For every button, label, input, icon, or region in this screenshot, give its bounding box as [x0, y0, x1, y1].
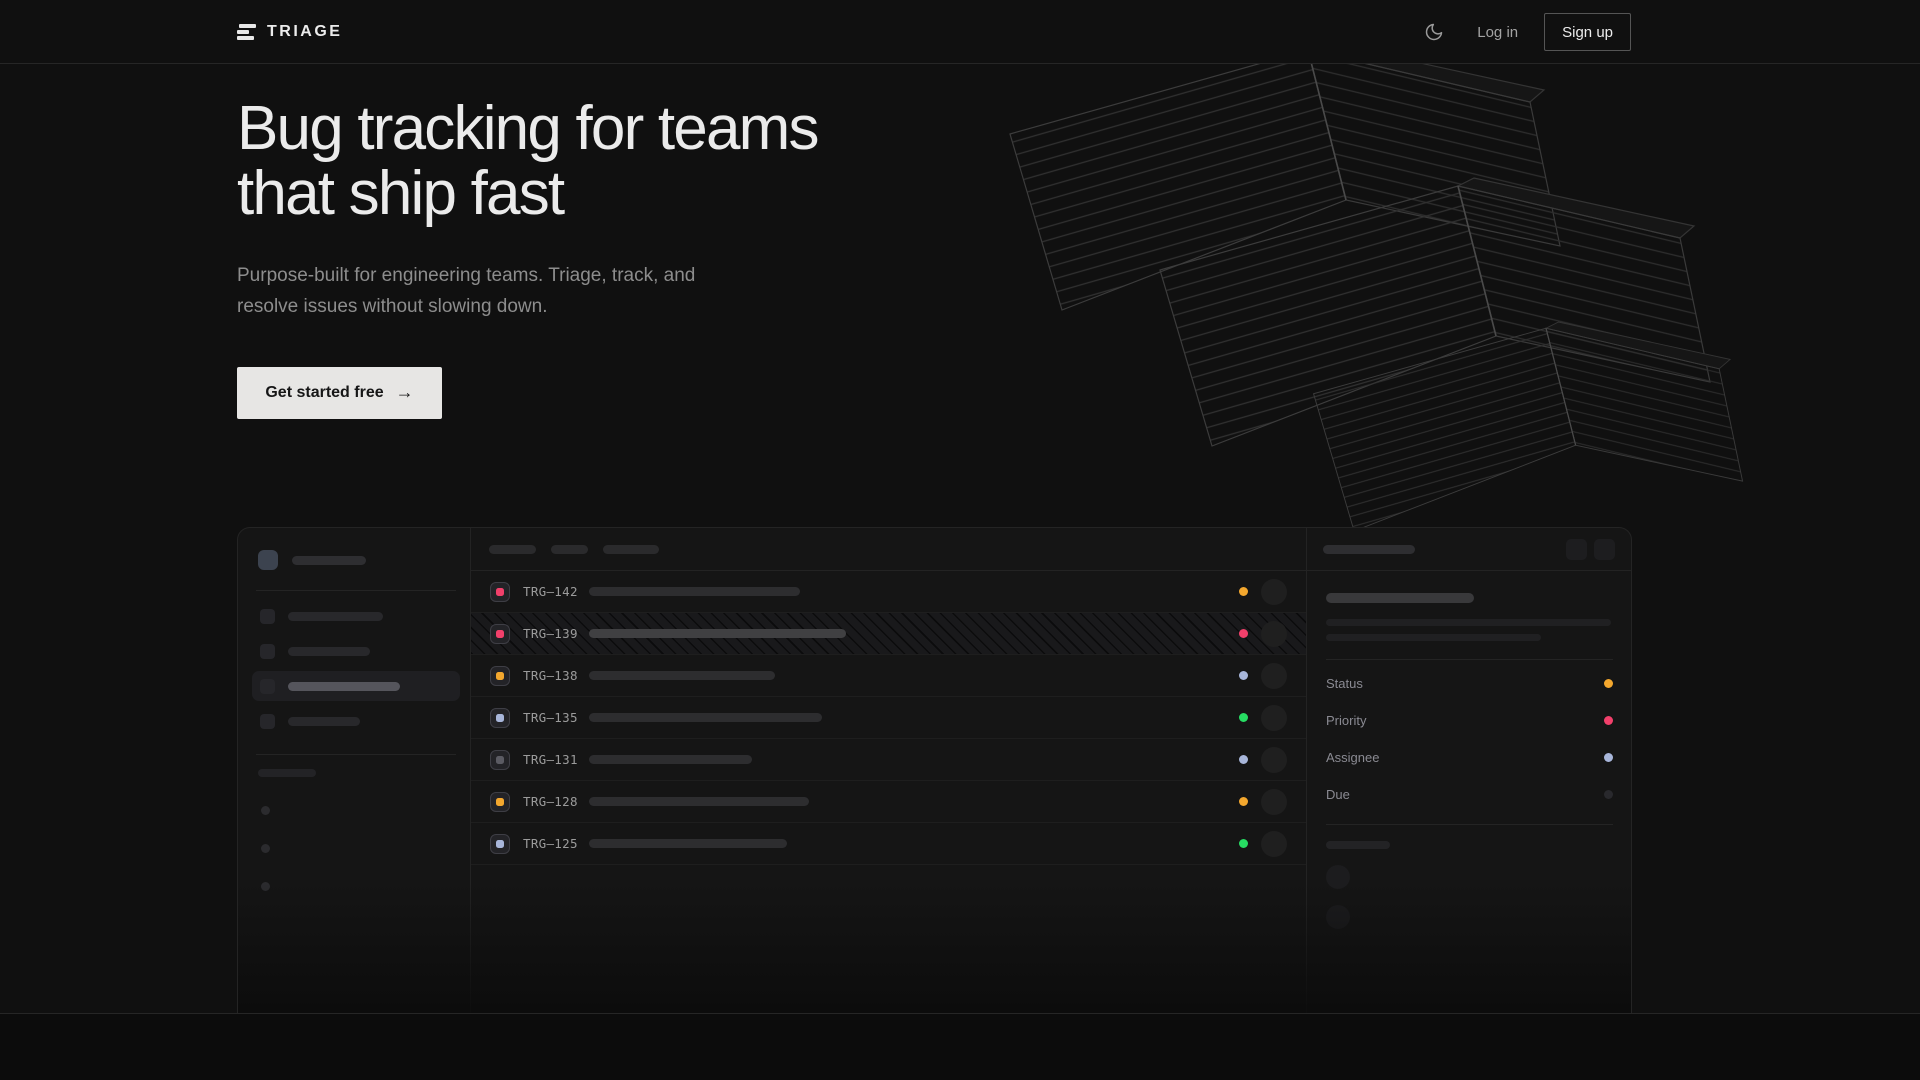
issue-id: TRG–139	[523, 626, 578, 641]
assignee-avatar	[1261, 578, 1287, 605]
issue-row[interactable]: TRG–131	[471, 739, 1306, 781]
status-dot-icon	[1239, 629, 1248, 638]
get-started-button[interactable]: Get started free →	[237, 367, 442, 419]
detail-header	[1307, 528, 1631, 571]
sidebar-item-icon	[260, 608, 275, 624]
priority-icon	[490, 791, 510, 812]
issue-title-skeleton	[589, 671, 775, 680]
field-label: Priority	[1326, 713, 1367, 728]
status-dot-icon	[1239, 671, 1248, 680]
sidebar-item[interactable]	[252, 706, 460, 736]
sidebar-item-icon	[260, 713, 275, 729]
sidebar-item[interactable]	[252, 636, 460, 666]
list-tab[interactable]	[603, 544, 659, 554]
field-value-dot-icon	[1604, 716, 1613, 725]
status-dot-icon	[1239, 713, 1248, 722]
issue-title-skeleton	[589, 629, 846, 638]
sidebar-item-icon	[260, 678, 275, 694]
list-tab[interactable]	[551, 544, 588, 554]
field-value-dot-icon	[1604, 790, 1613, 799]
issue-title-skeleton	[589, 839, 787, 848]
issue-row[interactable]: TRG–142	[471, 571, 1306, 613]
workspace-switcher[interactable]	[258, 546, 454, 574]
brand[interactable]: TRIAGE	[237, 0, 342, 64]
sidebar-section-label	[258, 769, 454, 777]
login-link[interactable]: Log in	[1477, 23, 1519, 41]
sidebar-dot	[261, 882, 270, 891]
field-label: Assignee	[1326, 750, 1380, 765]
sidebar-dot	[261, 844, 270, 853]
hero-subtitle: Purpose-built for engineering teams. Tri…	[237, 265, 696, 317]
field-value-dot-icon	[1604, 679, 1613, 688]
status-dot-icon	[1239, 587, 1248, 596]
issue-title-skeleton	[589, 713, 822, 722]
detail-action-button[interactable]	[1566, 538, 1587, 560]
top-nav: TRIAGE Log in Sign up	[0, 0, 1920, 64]
issue-list-tabs	[471, 528, 1306, 571]
assignee-avatar	[1261, 704, 1287, 731]
priority-icon	[490, 623, 510, 644]
triage-logo-icon	[237, 24, 256, 40]
assignee-avatar	[1261, 746, 1287, 773]
issue-list: TRG–142 TRG–139 TRG–138 TRG–135 TRG–131	[471, 528, 1307, 1013]
assignee-avatar	[1261, 662, 1287, 689]
issue-detail-panel: Status Priority Assignee Due	[1307, 528, 1631, 1013]
issue-id: TRG–125	[523, 836, 578, 851]
mockup-sidebar	[238, 528, 471, 1013]
arrow-right-icon: →	[395, 381, 414, 402]
status-dot-icon	[1239, 797, 1248, 806]
detail-field-row[interactable]: Assignee	[1326, 739, 1613, 776]
brand-name: TRIAGE	[267, 23, 343, 40]
field-value-dot-icon	[1604, 753, 1613, 762]
issue-id: TRG–142	[523, 584, 578, 599]
status-dot-icon	[1239, 839, 1248, 848]
priority-icon	[490, 665, 510, 686]
sidebar-item[interactable]	[252, 671, 460, 701]
issue-row[interactable]: TRG–128	[471, 781, 1306, 823]
detail-field-row[interactable]: Due	[1326, 776, 1613, 813]
issue-title-skeleton	[589, 587, 800, 596]
page-footer	[0, 1013, 1920, 1080]
issue-id: TRG–135	[523, 710, 578, 725]
workspace-icon	[258, 550, 278, 570]
sidebar-item-icon	[260, 643, 275, 659]
issue-id: TRG–131	[523, 752, 578, 767]
priority-icon	[490, 833, 510, 854]
assignee-avatar	[1261, 620, 1287, 647]
issue-row[interactable]: TRG–135	[471, 697, 1306, 739]
field-label: Status	[1326, 676, 1363, 691]
activity-avatar	[1326, 865, 1350, 889]
theme-toggle-button[interactable]	[1417, 15, 1451, 49]
hero-title: Bug tracking for teams that ship fast	[237, 94, 819, 228]
app-mockup: TRG–142 TRG–139 TRG–138 TRG–135 TRG–131	[237, 527, 1632, 1014]
issue-id: TRG–138	[523, 668, 578, 683]
detail-field-row[interactable]: Priority	[1326, 702, 1613, 739]
detail-title-skeleton	[1326, 593, 1474, 603]
sidebar-dot	[261, 806, 270, 815]
field-label: Due	[1326, 787, 1350, 802]
issue-title-skeleton	[589, 755, 752, 764]
moon-icon	[1426, 23, 1443, 41]
issue-title-skeleton	[589, 797, 809, 806]
assignee-avatar	[1261, 830, 1287, 857]
priority-icon	[490, 749, 510, 770]
list-tab[interactable]	[489, 544, 536, 554]
activity-avatar	[1326, 905, 1350, 929]
detail-footer-skeleton	[1326, 841, 1390, 849]
priority-icon	[490, 707, 510, 728]
signup-button[interactable]: Sign up	[1544, 13, 1631, 51]
assignee-avatar	[1261, 788, 1287, 815]
detail-more-button[interactable]	[1594, 538, 1615, 560]
issue-row[interactable]: TRG–138	[471, 655, 1306, 697]
detail-field-row[interactable]: Status	[1326, 665, 1613, 702]
issue-id: TRG–128	[523, 794, 578, 809]
issue-row[interactable]: TRG–125	[471, 823, 1306, 865]
issue-row[interactable]: TRG–139	[471, 613, 1306, 655]
priority-icon	[490, 581, 510, 602]
sidebar-item[interactable]	[252, 601, 460, 631]
status-dot-icon	[1239, 755, 1248, 764]
hero-section: Bug tracking for teams that ship fast Pu…	[237, 94, 819, 419]
